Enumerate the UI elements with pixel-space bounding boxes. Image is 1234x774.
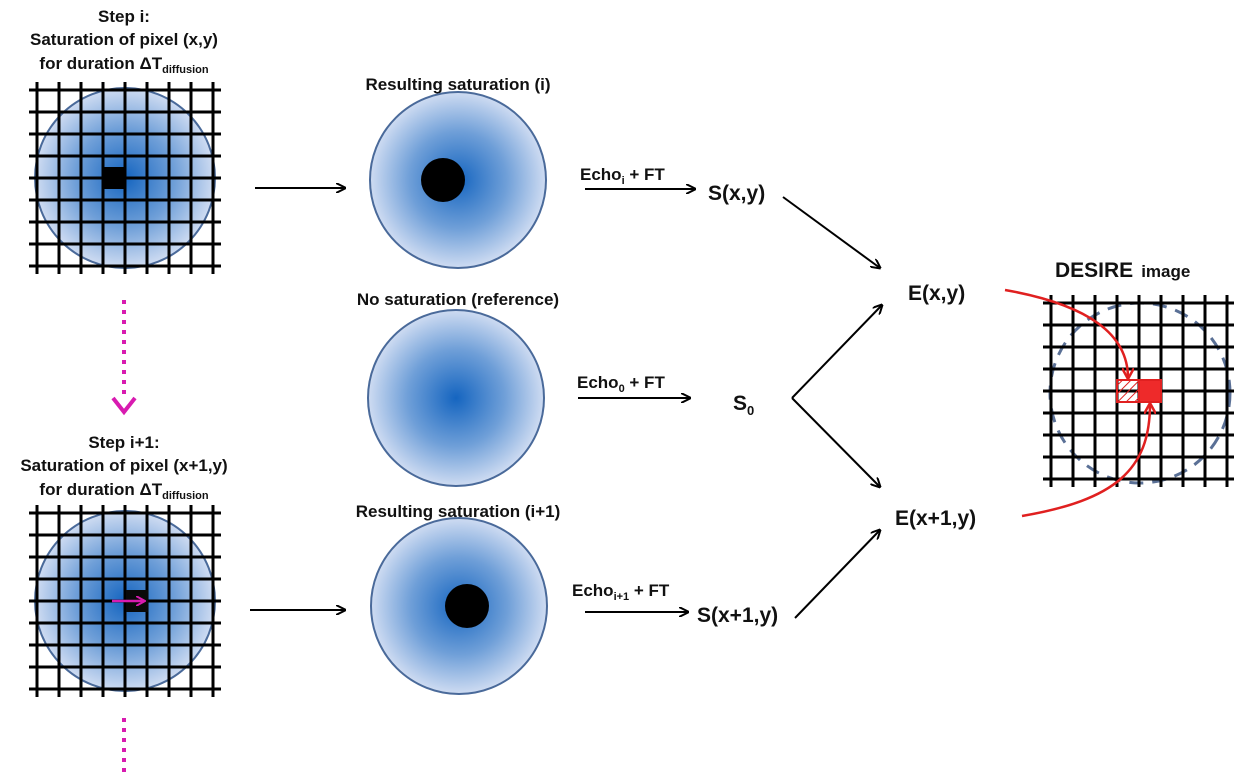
step-i-line1: Saturation of pixel (x,y) bbox=[30, 30, 218, 49]
echo-0-label: Echo0 + FT bbox=[577, 373, 665, 395]
arrow-s0-to-e-xy bbox=[791, 305, 882, 399]
arrow-s0-to-e-x1y bbox=[791, 397, 880, 487]
arrow-s-x1y-to-e-x1y bbox=[794, 530, 880, 619]
red-arrow-e-xy-to-pixel bbox=[1004, 288, 1128, 378]
saturation-spot-i1 bbox=[445, 584, 489, 628]
step-i-pixel-grid bbox=[29, 82, 221, 274]
desire-pixel-x-y bbox=[1116, 379, 1140, 403]
resulting-saturation-i-label: Resulting saturation (i) bbox=[365, 75, 550, 94]
e-x1y-label: E(x+1,y) bbox=[895, 507, 976, 530]
resulting-saturation-i1-label: Resulting saturation (i+1) bbox=[356, 502, 561, 521]
desire-pixel-x1-y bbox=[1138, 379, 1162, 403]
step-i1-line1: Saturation of pixel (x+1,y) bbox=[20, 456, 227, 475]
step-i1-title: Step i+1: bbox=[88, 433, 159, 452]
red-arrow-e-x1y-to-pixel bbox=[1021, 404, 1150, 518]
step-i-saturated-pixel bbox=[104, 167, 126, 189]
chevron-down-icon bbox=[111, 396, 137, 416]
step-i1-grid-lines bbox=[29, 505, 221, 697]
step-i-line2: for duration ΔTdiffusion bbox=[39, 54, 208, 76]
no-saturation-label: No saturation (reference) bbox=[357, 290, 559, 309]
echo-i-label: Echoi + FT bbox=[580, 165, 665, 187]
step-i-title: Step i: bbox=[98, 7, 150, 26]
step-i1-line2: for duration ΔTdiffusion bbox=[39, 480, 208, 502]
step-i1-pixel-grid bbox=[29, 505, 221, 697]
step-i-header: Step i: Saturation of pixel (x,y) for du… bbox=[30, 7, 218, 76]
echo-i1-label: Echoi+1 + FT bbox=[572, 581, 670, 603]
step-i1-header: Step i+1: Saturation of pixel (x+1,y) fo… bbox=[20, 433, 227, 502]
signal-s-xy: S(x,y) bbox=[708, 182, 765, 205]
saturation-spot-i bbox=[421, 158, 465, 202]
signal-s-x1y: S(x+1,y) bbox=[697, 604, 778, 627]
arrow-s-xy-to-e-xy bbox=[782, 196, 880, 268]
reference-circle bbox=[367, 309, 545, 487]
signal-s0: S0 bbox=[733, 392, 754, 418]
e-xy-label: E(x,y) bbox=[908, 282, 965, 305]
